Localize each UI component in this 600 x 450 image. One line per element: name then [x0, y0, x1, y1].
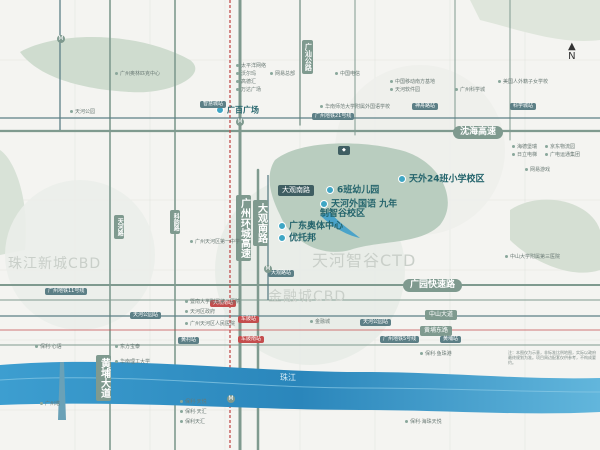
station-huangcun: 黄村站	[178, 337, 200, 344]
poi: 广电运通集团	[545, 153, 580, 158]
poi: 金融城	[310, 320, 330, 325]
poi: 中山大学附属第三医院	[505, 255, 560, 260]
highlight-youtuobang: 优托邦	[278, 234, 316, 244]
poi: 中国移动南方基地	[390, 80, 435, 85]
metro-icon: M	[57, 35, 65, 43]
poi: 高德汇	[236, 80, 256, 85]
poi: 保利·海珠天悦	[405, 420, 442, 425]
green-zone-north	[20, 37, 196, 93]
poi: 天河软件园	[390, 88, 420, 93]
poi: 网易游戏	[525, 168, 550, 173]
poi: 广州科学城	[455, 88, 485, 93]
poi: 广州天河区第一中学	[190, 240, 240, 245]
station-kexuecheng: 科学城站	[510, 103, 537, 110]
green-zone-top-right	[470, 0, 600, 41]
road-tianhe-north: 天河路	[114, 215, 125, 239]
highlight-primary-school: 天外24班小学校区	[398, 175, 485, 185]
station-zhihuicheng: 智慧城站	[200, 101, 227, 108]
metro-icon: M	[264, 265, 272, 273]
poi: 网易总部	[270, 72, 295, 77]
poi: 保利·天汇	[180, 410, 207, 415]
poi: 万达广场	[236, 88, 261, 93]
zhujiang-cbd-zone	[5, 180, 155, 330]
compass-north-icon: ▲N	[568, 41, 576, 62]
road-daguan-south: 大观南路	[253, 200, 268, 246]
station-tianhe-park-2: 天河公园站	[360, 319, 392, 326]
river-label: 珠江	[280, 373, 296, 382]
poi: 京东物流园	[545, 145, 575, 150]
road-zhongshan: 中山大道	[425, 310, 458, 320]
pearl-river	[0, 361, 600, 414]
poi: 暨南大学附属第一医院	[185, 300, 240, 305]
road-ludong: 科韵路	[170, 210, 181, 234]
road-guangzhou-huancheng: 广州环城高速	[236, 195, 251, 261]
station-tianhe-park: 天河公园站	[130, 312, 162, 319]
road-yanhai: 沈海高速	[453, 126, 504, 139]
poi: 保利天汇	[180, 420, 205, 425]
poi: 华南师范大学附属外国语学校	[320, 105, 390, 110]
poi: 天河公园	[70, 110, 95, 115]
road-guangzhou-kuaisu: 广园快速路	[403, 279, 463, 292]
poi: 保利·心语	[35, 345, 62, 350]
poi: 美国人外籍子女学校	[498, 80, 548, 85]
poi: 广州塔	[40, 402, 60, 407]
poi: 东方宝泰	[115, 345, 140, 350]
poi: 天河区政府	[185, 310, 215, 315]
poi: 保利·天悦	[180, 400, 207, 405]
poi: 广州天河区人民医院	[185, 322, 235, 327]
station-huangpu: 黄埔站	[440, 336, 462, 343]
metro-line-11: 广州地铁11号线	[45, 288, 88, 295]
highlight-guangbai: 广百广场	[216, 106, 259, 115]
poi: 华南理工大学	[115, 360, 150, 365]
poi: 海德堡瑞	[512, 145, 537, 150]
road-huangpu-dongjie: 黄埔东路	[420, 326, 453, 336]
station-shenzhoulu: 神舟路站	[412, 103, 439, 110]
project-marker: ◆	[338, 146, 350, 155]
poi: 保利·鱼珠港	[420, 352, 452, 357]
disclaimer-text: 注：本图仅为示意，非标准比例地图，实际以政府最终规划为准。项目周边配套仅供参考，…	[508, 350, 596, 366]
poi: 日立电梯	[512, 153, 537, 158]
metro-icon: M	[227, 395, 235, 403]
highlight-kindergarten: 6班幼儿园	[326, 186, 379, 196]
road-guangshan: 广汕公路	[302, 40, 314, 74]
metro-icon: M	[236, 118, 244, 126]
poi: 中国电信	[335, 72, 360, 77]
metro-line-5: 广州地铁5号线	[380, 336, 420, 343]
highlight-olympic-center: 广东奥体中心	[278, 222, 343, 232]
highlight-daguan-south: 大观南路	[278, 185, 314, 196]
highlight-foreign-school: 天河外国语 九年制智谷校区	[320, 200, 400, 220]
poi: 广州奥林匹克中心	[115, 72, 160, 77]
road-huangpu: 黄埔大道	[96, 355, 111, 401]
station-chebei: 车陂站	[238, 316, 260, 323]
metro-line-21: 广州地铁21号线	[312, 113, 355, 120]
poi: 太平洋网络	[236, 64, 266, 69]
tianhe-ctd-label: 天河智谷CTD	[312, 251, 417, 270]
station-daguanlu: 大观路站	[268, 270, 295, 277]
jinrong-cbd-label: 金融城CBD	[268, 289, 347, 305]
zhujiang-cbd-label: 珠江新城CBD	[8, 256, 102, 272]
poi: 沃尔玛	[236, 72, 256, 77]
green-zone-right	[510, 199, 600, 273]
station-chebeinan: 车陂南站	[238, 336, 265, 343]
